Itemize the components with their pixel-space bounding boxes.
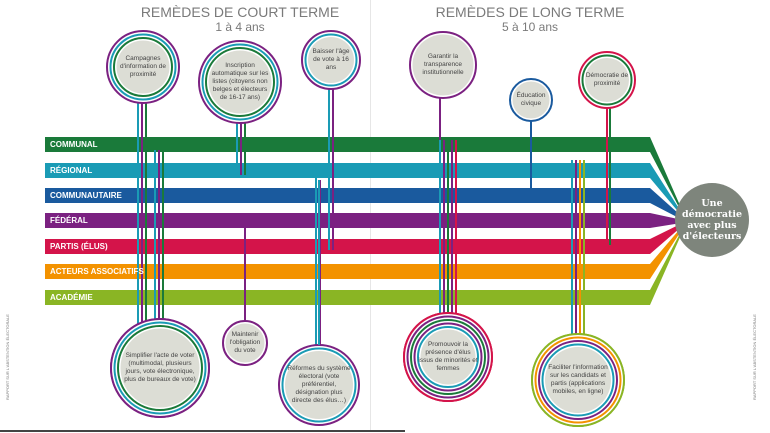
bottom-rule <box>0 430 405 432</box>
campagnes-disc <box>116 40 170 94</box>
band-label: ACADÉMIE <box>50 293 93 302</box>
remedy-education: Éducation civique <box>516 92 546 107</box>
remedy-promouvoir: Promouvoir la présence d'élus issus de m… <box>418 341 478 372</box>
long-term-heading: REMÈDES DE LONG TERME <box>435 4 625 20</box>
remedy-baisser: Baisser l'âge de vote à 16 ans <box>312 48 350 71</box>
band-label: FÉDÉRAL <box>50 216 88 225</box>
band-4 <box>45 223 682 254</box>
side-text-right: RAPPORT SUR L'ABSTENTION ÉLECTORALE <box>752 314 757 400</box>
band-label: ACTEURS ASSOCIATIFS <box>50 267 144 276</box>
remedy-garantir: Garantir la transparence institutionnell… <box>422 53 464 76</box>
band-5 <box>45 226 682 279</box>
band-3 <box>45 213 682 228</box>
remedy-inscription: Inscription automatique sur les listes (… <box>211 62 269 101</box>
promouvoir-disc <box>420 329 476 385</box>
band-2 <box>45 188 682 220</box>
short-term-heading: REMÈDES DE COURT TERME <box>140 4 340 20</box>
education-disc <box>512 81 550 119</box>
band-1 <box>45 163 682 217</box>
remedy-democratie: Démocratie de proximité <box>585 72 629 87</box>
goal-text: Une démocratie avec plus d'électeurs <box>681 198 743 242</box>
maintenir-disc <box>225 323 265 363</box>
short-term-title: REMÈDES DE COURT TERME 1 à 4 ans <box>140 5 340 35</box>
democratie-disc <box>585 58 629 102</box>
side-text-left: RAPPORT SUR L'ABSTENTION ÉLECTORALE <box>5 314 10 400</box>
band-label: RÉGIONAL <box>50 166 93 175</box>
band-label: PARTIS (ÉLUS) <box>50 242 108 251</box>
band-label: COMMUNAUTAIRE <box>50 191 122 200</box>
remedy-campagnes: Campagnes d'information de proximité <box>119 55 167 78</box>
inscription-disc <box>208 50 272 114</box>
goal-circle <box>675 183 749 257</box>
remedy-reformes: Réformes du système électoral (vote préf… <box>287 365 351 404</box>
reformes-disc <box>285 351 353 419</box>
faciliter-disc <box>545 347 611 413</box>
long-term-title: REMÈDES DE LONG TERME 5 à 10 ans <box>430 5 630 35</box>
remedy-simplifier: Simplifier l'acte de voter (multimodal, … <box>124 352 196 383</box>
garantir-disc <box>412 34 474 96</box>
short-term-period: 1 à 4 ans <box>215 20 265 34</box>
remedy-maintenir: Maintenir l'obligation du vote <box>229 331 261 354</box>
baisser-disc <box>308 37 354 83</box>
remedy-faciliter: Faciliter l'information sur les candidat… <box>548 364 608 395</box>
simplifier-disc <box>120 328 200 408</box>
band-0 <box>45 137 682 213</box>
band-6 <box>45 229 682 305</box>
band-label: COMMUNAL <box>50 140 98 149</box>
long-term-period: 5 à 10 ans <box>501 20 559 34</box>
